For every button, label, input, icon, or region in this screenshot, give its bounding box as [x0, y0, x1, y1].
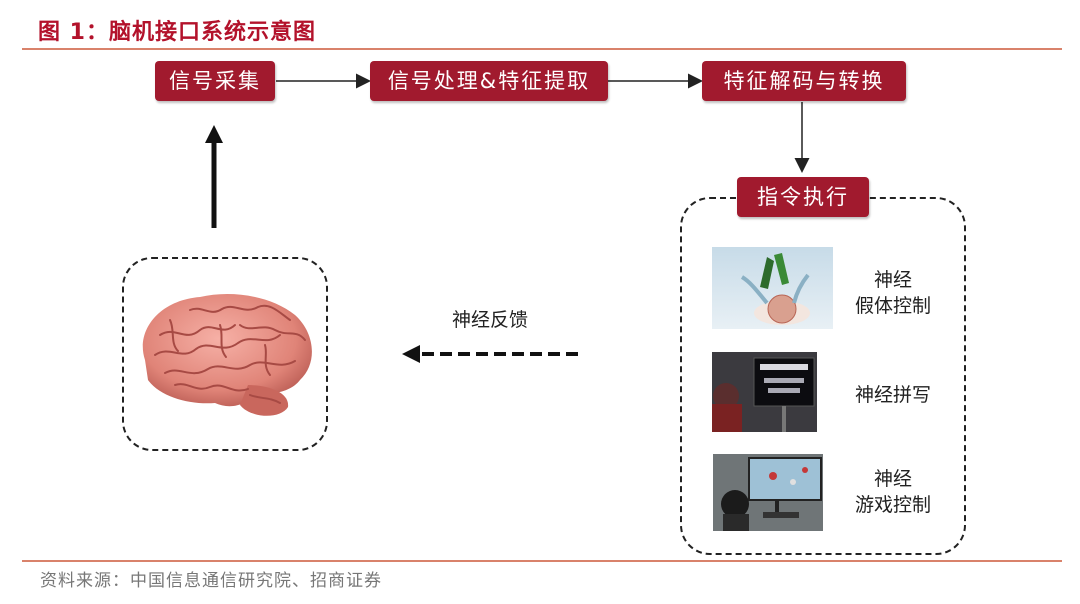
signal-acquisition-box: 信号采集 [155, 61, 275, 101]
brain-frame [122, 257, 328, 451]
arrow-brain-to-acquisition-head [205, 125, 223, 143]
feedback-arrow-head [402, 345, 420, 363]
speller-screen-photo [712, 352, 817, 432]
figure-title: 图 1：脑机接口系统示意图 [38, 20, 316, 45]
command-execution-box: 指令执行 [737, 177, 869, 217]
feedback-label: 神经反馈 [451, 309, 528, 331]
game-control-photo [713, 454, 823, 531]
prosthetic-control-label: 神经 假体控制 [854, 269, 931, 317]
source-note: 资料来源：中国信息通信研究院、招商证券 [40, 571, 382, 591]
top-divider [22, 48, 1062, 50]
brain-icon [142, 294, 312, 416]
neural-spelling-label: 神经拼写 [854, 384, 931, 406]
robotic-arm-photo [712, 247, 833, 329]
signal-processing-box: 信号处理&特征提取 [370, 61, 608, 101]
game-control-label: 神经 游戏控制 [854, 468, 931, 516]
bottom-divider [22, 560, 1062, 562]
feature-decoding-box: 特征解码与转换 [702, 61, 906, 101]
